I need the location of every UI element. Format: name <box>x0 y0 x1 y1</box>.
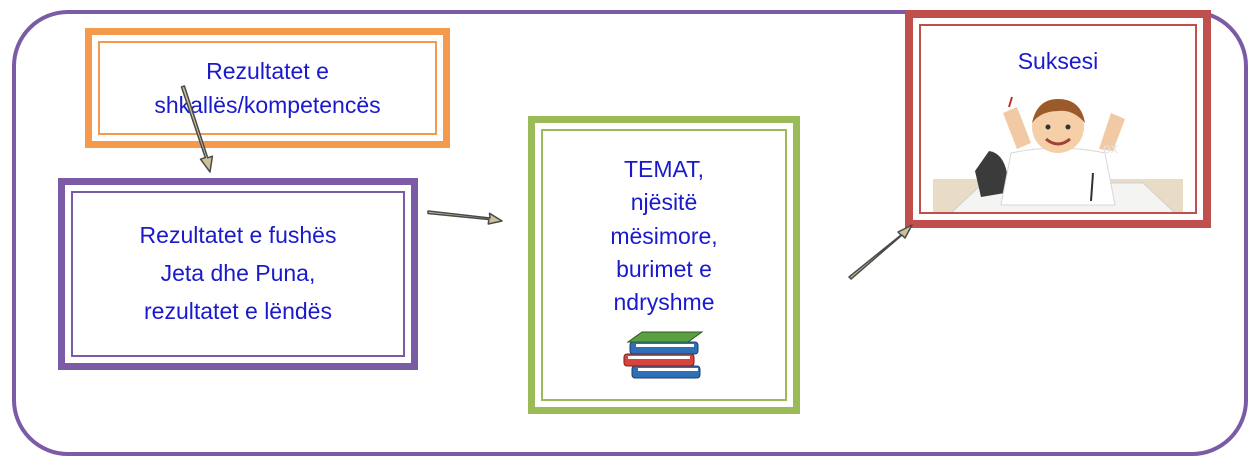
field-line-1: Rezultatet e fushës <box>139 222 337 249</box>
competence-line-2: shkallës/kompetencës <box>154 92 381 118</box>
topics-line-1: TEMAT, <box>623 156 705 182</box>
outer-rounded-frame <box>12 10 1248 456</box>
competence-line-1: Rezultatet e <box>206 57 329 84</box>
field-results-box: Rezultatet e fushës Jeta dhe Puna, rezul… <box>58 178 418 370</box>
boy-thinking-illustration: ox <box>933 96 1183 213</box>
stack-of-books-icon <box>623 331 704 379</box>
topics-line-5: ndryshme <box>613 289 715 316</box>
competence-results-box: Rezultatet e shkallës/kompetencës <box>85 28 450 148</box>
topics-line-2: njësitë <box>630 189 698 216</box>
topics-box: TEMAT, njësitë mësimore, burimet e ndrys… <box>528 116 800 414</box>
topics-line-3: mësimore, <box>610 222 718 249</box>
field-line-2: Jeta dhe Puna, <box>160 260 316 287</box>
success-box: Suksesi ox <box>905 10 1211 228</box>
svg-text:ox: ox <box>1103 140 1118 156</box>
topics-line-4: burimet e <box>616 256 712 283</box>
field-line-3: rezultatet e lëndës <box>144 297 332 324</box>
success-title: Suksesi <box>1017 48 1099 74</box>
